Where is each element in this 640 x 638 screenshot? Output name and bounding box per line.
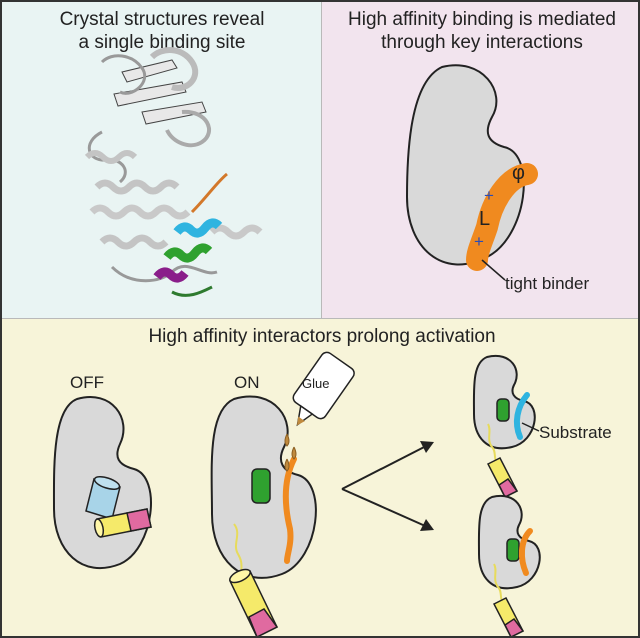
lower-right-tether xyxy=(493,563,503,602)
lower-right-green-cylinder xyxy=(506,538,520,562)
on-green-cylinder xyxy=(251,468,271,504)
tight-binder-pointer xyxy=(481,259,506,281)
helix-gray-3 xyxy=(99,234,169,250)
plus-symbol-upper: + xyxy=(484,186,494,205)
peptide-green-strand xyxy=(171,285,213,297)
activation-title: High affinity interactors prolong activa… xyxy=(148,326,496,347)
activation-illustration xyxy=(52,351,541,636)
panel-binding: High affinity binding is mediated throug… xyxy=(322,2,638,318)
substrate-label: Substrate xyxy=(539,423,612,442)
binding-title-line2: through key interactions xyxy=(381,32,583,53)
on-label: ON xyxy=(234,373,260,392)
tight-binder-peptide xyxy=(466,163,538,271)
arrow-head-upper xyxy=(420,441,434,453)
upper-right-yellow-pink-cylinder xyxy=(486,456,519,499)
helix-gray-5 xyxy=(84,150,138,164)
binding-title-line1: High affinity binding is mediated xyxy=(348,9,616,30)
crystal-title-line1: Crystal structures reveal xyxy=(59,9,265,30)
panel-activation: High affinity interactors prolong activa… xyxy=(2,318,638,636)
kinase-shape xyxy=(405,64,525,266)
tight-binder-label: tight binder xyxy=(505,274,590,293)
panel-crystal-title: Crystal structures reveal a single bindi… xyxy=(2,8,322,54)
protein-ribbon-structure xyxy=(84,47,263,297)
on-orange-substrate xyxy=(282,456,297,564)
peptide-green-helix xyxy=(163,243,213,263)
arrow-head-lower xyxy=(420,519,434,531)
kinase-binding-illustration xyxy=(405,64,538,281)
off-yellow-pink-cylinder xyxy=(93,508,152,538)
peptide-purple-helix xyxy=(153,267,189,283)
loop-top-1 xyxy=(100,54,146,95)
lower-right-orange-peptide xyxy=(518,528,533,576)
glue-drops xyxy=(284,433,297,472)
leucine-symbol: L xyxy=(479,208,491,230)
glue-bottle xyxy=(292,351,355,427)
beta-sheet-4 xyxy=(149,47,199,91)
on-yellow-pink-cylinder xyxy=(229,568,279,636)
helix-gray-2 xyxy=(89,204,191,220)
substrate-pointer xyxy=(521,422,540,432)
peptide-cyan-helix xyxy=(173,218,223,238)
peptide-orange-strand xyxy=(190,172,228,214)
helix-gray-1 xyxy=(94,179,180,195)
upper-right-substrate xyxy=(513,392,530,440)
helix-gray-4 xyxy=(209,224,263,240)
glue-label: Glue xyxy=(302,376,330,391)
panel-crystal-structures: Crystal structures reveal a single bindi… xyxy=(2,2,322,318)
off-light-blue-cylinder xyxy=(85,476,121,520)
phi-symbol: φ xyxy=(512,162,525,184)
panel-binding-title: High affinity binding is mediated throug… xyxy=(322,8,638,54)
beta-sheet-3 xyxy=(141,101,207,125)
branch-arrows xyxy=(341,442,433,530)
beta-sheet-1 xyxy=(121,59,178,83)
beta-sheet-2 xyxy=(113,81,187,107)
upper-right-green-cylinder xyxy=(496,398,510,422)
crystal-title-line2: a single binding site xyxy=(78,32,246,53)
plus-symbol-lower: + xyxy=(474,232,484,251)
upper-right-tether xyxy=(487,423,497,462)
loop-top-2 xyxy=(165,109,212,148)
lower-right-yellow-pink-cylinder xyxy=(492,596,525,636)
off-label: OFF xyxy=(70,373,104,392)
